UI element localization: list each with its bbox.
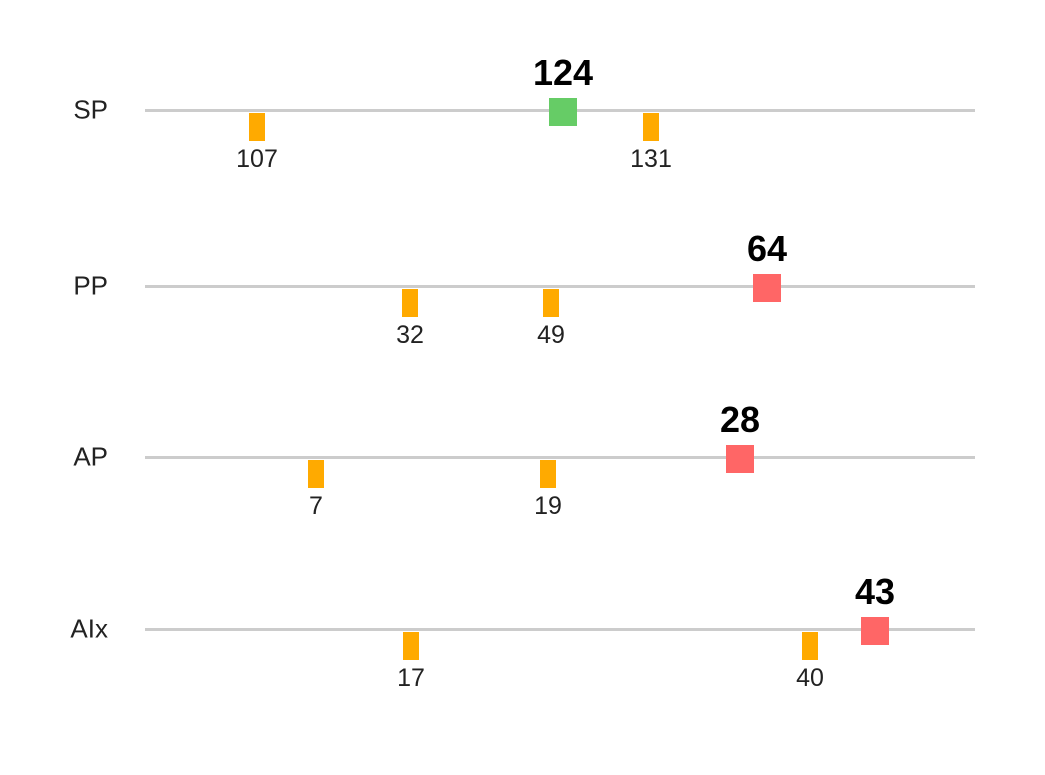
threshold-label: 49 xyxy=(537,321,565,349)
value-marker xyxy=(753,274,781,302)
threshold-label: 131 xyxy=(630,145,672,173)
threshold-marker xyxy=(402,289,418,317)
threshold-marker xyxy=(249,113,265,141)
row-line xyxy=(145,628,975,631)
threshold-label: 7 xyxy=(309,492,323,520)
threshold-marker xyxy=(308,460,324,488)
row-line xyxy=(145,285,975,288)
value-label: 43 xyxy=(854,571,896,612)
threshold-label: 107 xyxy=(236,145,278,173)
row-label: AIx xyxy=(70,613,108,644)
threshold-label: 32 xyxy=(396,321,424,349)
threshold-marker xyxy=(802,632,818,660)
value-marker xyxy=(726,445,754,473)
threshold-marker xyxy=(540,460,556,488)
row-label: SP xyxy=(73,94,108,125)
value-marker xyxy=(549,98,577,126)
threshold-label: 40 xyxy=(796,664,824,692)
threshold-marker xyxy=(543,289,559,317)
value-label: 28 xyxy=(719,399,761,440)
threshold-marker xyxy=(403,632,419,660)
row-line xyxy=(145,456,975,459)
row-label: PP xyxy=(73,270,108,301)
threshold-label: 17 xyxy=(397,664,425,692)
value-label: 64 xyxy=(746,228,788,269)
threshold-marker xyxy=(643,113,659,141)
row-label: AP xyxy=(73,441,108,472)
threshold-label: 19 xyxy=(534,492,562,520)
value-label: 124 xyxy=(532,52,594,93)
value-marker xyxy=(861,617,889,645)
